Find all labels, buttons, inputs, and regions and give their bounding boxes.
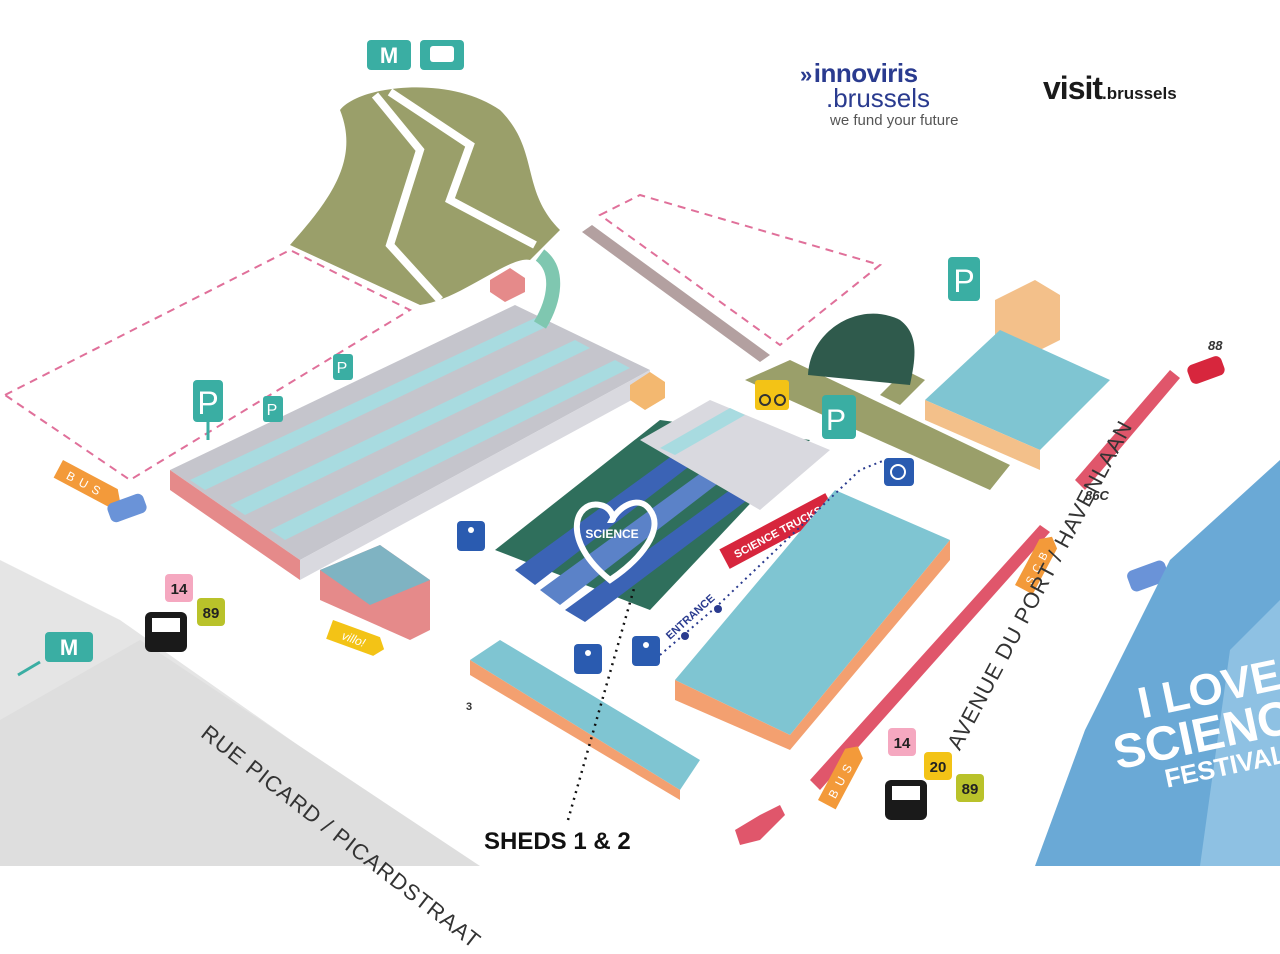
- warehouse-left-front: [170, 470, 300, 580]
- car-icon-left: [107, 493, 147, 523]
- road-olive-2: [880, 370, 925, 405]
- svg-text:P: P: [197, 385, 218, 421]
- bus-line-89-left: 89: [203, 605, 220, 622]
- ramp: [533, 249, 561, 329]
- warehouse-left-stripe2: [230, 340, 590, 515]
- parking-walk-sign-1: P: [263, 396, 283, 422]
- park-path: [371, 92, 443, 303]
- zone-left: [3, 248, 413, 482]
- warehouse-right-roof: [675, 490, 950, 735]
- metro-letter-bottom: M: [60, 635, 78, 660]
- tunnel: [808, 313, 915, 385]
- innoviris-brussels: .brussels: [826, 83, 931, 113]
- train-shape: [430, 46, 454, 62]
- house-orange: [630, 372, 665, 410]
- innoviris-tagline: we fund your future: [830, 112, 959, 129]
- park-path-2: [387, 88, 537, 249]
- metro-train-icons: M: [367, 40, 464, 70]
- metro-letter: M: [380, 43, 398, 68]
- number-88: 88: [1208, 338, 1223, 353]
- entrance-label: ENTRANCE: [664, 592, 717, 642]
- zone-top-center: [598, 193, 883, 347]
- visit-main: visit: [1043, 70, 1103, 106]
- car-icon-red: [1187, 356, 1225, 384]
- visit-suffix: .brussels: [1102, 84, 1177, 103]
- sheds-label: SHEDS 1 & 2: [484, 828, 631, 855]
- heart-logo-icon: [573, 499, 658, 584]
- entrance-dot: [681, 632, 689, 640]
- sheds-pointer: [566, 584, 637, 821]
- warehouse-right-side: [790, 540, 950, 750]
- bus-lines-right: 14 20 89: [888, 728, 984, 802]
- warehouse-left-stripe1: [190, 318, 550, 490]
- warehouse-right-front: [675, 680, 790, 750]
- heart-text: SCIENCE: [585, 527, 638, 541]
- entrance-path: [659, 459, 886, 656]
- villo-tag: villo!: [326, 620, 385, 656]
- parking-sign-1: P: [193, 380, 223, 440]
- ground-area-2: [0, 640, 480, 866]
- warehouse-left-front2: [300, 370, 650, 580]
- pedestrian-icon-2: [574, 644, 602, 674]
- road-olive: [745, 360, 1010, 490]
- disabled-access-icon: [884, 458, 914, 486]
- warehouse-annex-roof: [320, 545, 430, 605]
- innoviris-name: innoviris: [813, 58, 918, 88]
- house-small: [490, 268, 525, 302]
- svg-text:P: P: [267, 402, 278, 419]
- metro-arrow-icon: [17, 660, 41, 677]
- road-red-right-2: [810, 525, 1050, 790]
- parking-disabled-sign: P: [822, 395, 856, 439]
- svg-text:P: P: [337, 360, 348, 377]
- road-red-right: [1075, 370, 1180, 490]
- park: [290, 87, 560, 305]
- bus-lines-left: 14 89: [165, 574, 225, 626]
- chevron-icon: »: [800, 62, 812, 87]
- warehouse-lower-front: [470, 660, 680, 800]
- festival-corner-fold: [1200, 600, 1280, 866]
- rail-strip: [582, 225, 770, 362]
- road-red-tick: [735, 805, 785, 845]
- building-right-roof: [925, 330, 1110, 450]
- visit-brussels-logo: visit.brussels: [1043, 70, 1177, 107]
- shed-roof-stripe: [660, 408, 745, 455]
- metro-icon-bottom: [45, 632, 93, 662]
- svg-text:P: P: [953, 263, 974, 299]
- site-map: SCIENCE TRUCKS ENTRANCE SCIENCE M M P: [0, 40, 1280, 866]
- innoviris-logo: »innoviris .brussels we fund your future: [800, 58, 1000, 129]
- parking-sign-2: P: [948, 257, 980, 301]
- warehouse-lower-roof: [470, 640, 700, 790]
- pedestrian-icon-1: [457, 521, 485, 551]
- svg-text:P: P: [826, 404, 846, 437]
- building-right-front: [925, 400, 1040, 470]
- shed-roof: [640, 400, 830, 510]
- shed-stripe-1: [515, 450, 700, 585]
- bus-line-14-right: 14: [894, 735, 911, 752]
- number-86c: 86C: [1085, 488, 1109, 503]
- warehouse-left-stripe3: [270, 360, 630, 540]
- bus-line-20-right: 20: [930, 759, 947, 776]
- parking-walk-sign-2: P: [333, 354, 353, 380]
- shed-stripe-3: [565, 490, 750, 622]
- bus-line-89-right: 89: [962, 781, 979, 798]
- pedestrian-icon-3: [632, 636, 660, 666]
- bus-line-14-left: 14: [171, 581, 188, 598]
- metro-icon: [367, 40, 411, 70]
- entrance-dot-2: [714, 605, 722, 613]
- bike-icon: [755, 380, 789, 410]
- shed-stripe-2: [540, 470, 725, 605]
- number-3: 3: [466, 701, 472, 713]
